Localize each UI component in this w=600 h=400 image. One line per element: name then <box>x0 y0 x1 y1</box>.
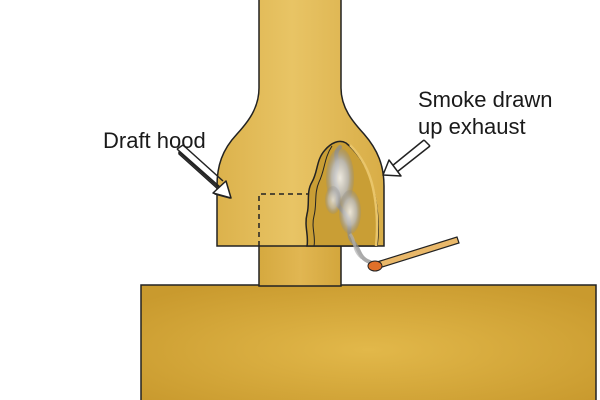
match-icon <box>367 236 460 272</box>
smoke-icon <box>325 145 372 264</box>
draft-hood-label: Draft hood <box>103 128 206 153</box>
smoke-label: Smoke drawn up exhaust <box>418 86 553 140</box>
arrow-icon <box>382 139 431 177</box>
heater-body <box>140 284 597 400</box>
hood-cutaway-rim <box>349 144 379 247</box>
arrow-icon <box>176 144 232 199</box>
flue-neck <box>258 243 342 287</box>
smoke-label-line1: Smoke drawn <box>418 87 553 112</box>
hood-cutaway-edge <box>312 145 333 247</box>
hidden-flue-outline <box>258 193 342 246</box>
smoke-label-line2: up exhaust <box>418 114 526 139</box>
